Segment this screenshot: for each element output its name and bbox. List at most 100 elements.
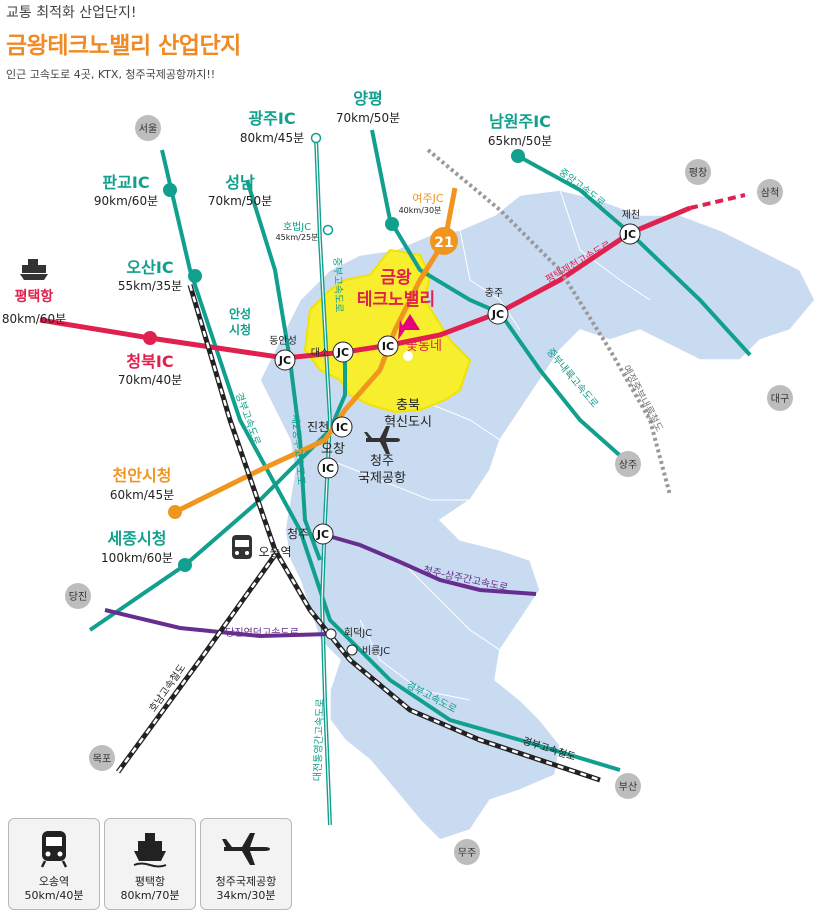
osong-train-map-icon: [232, 535, 252, 559]
daeso-jc-label: JC: [336, 346, 349, 359]
osan-ic-name: 오산IC: [126, 258, 173, 277]
road-jungbu: 중부고속도로: [331, 257, 345, 313]
route-nodes: [143, 132, 525, 572]
pyeongtaek-port-name: 평택항: [15, 288, 54, 305]
legend-pyeongtaek-name: 평택항: [134, 875, 166, 888]
yeoju-jc-time: 40km/30분: [399, 206, 442, 215]
city-busan: 부산: [619, 781, 637, 793]
legend-card-airport: 청주국제공항 34km/30분: [200, 818, 292, 910]
chungju-label: 충주: [485, 287, 503, 299]
yangpyeong-time: 70km/50분: [336, 111, 400, 125]
seongnam-time: 70km/50분: [208, 194, 272, 208]
jincheon-ic-label: IC: [336, 421, 348, 434]
road-daejeon-tongyeong: 대전통영간고속도로: [312, 698, 327, 781]
hoedeok-jc-label: 회덕JC: [344, 627, 372, 639]
destination-labels: 광주IC 80km/45분 양평 70km/50분 남원주IC 65km/50분…: [2, 89, 552, 565]
legend-osong-time: 50km/40분: [24, 889, 84, 902]
gyeongbu-expressway: [160, 149, 621, 772]
legend-card-pyeongtaek: 평택항 80km/70분: [104, 818, 196, 910]
osong-station-label: 오송역: [258, 545, 291, 559]
city-dangjin: 당진: [69, 591, 87, 603]
district-boundaries: [329, 189, 651, 701]
orange-route: [173, 187, 458, 515]
cheongbuk-ic-name: 청북IC: [126, 352, 173, 371]
airport-line2: 국제공항: [358, 471, 406, 486]
jecheon-label: 제천: [622, 209, 640, 221]
pangyo-ic-time: 90km/60분: [94, 194, 158, 208]
city-samcheok: 삼척: [761, 187, 779, 199]
gwangju-ic-time: 80km/45분: [240, 131, 304, 145]
pyeongtaek-jecheon-planned: [689, 193, 746, 210]
anseong-line1: 안성: [229, 306, 251, 321]
legend-osong-name: 오송역: [38, 875, 70, 888]
route-21-label: 21: [434, 235, 453, 251]
jincheon-label: 진천: [307, 419, 329, 434]
train-icon: [40, 831, 68, 868]
dongansung-jc-label: JC: [278, 354, 291, 367]
cheonan-name: 천안시청: [113, 466, 172, 485]
airplane-icon: [222, 833, 270, 865]
chungju-jc-label: JC: [491, 308, 504, 321]
legend-pyeongtaek-time: 80km/70분: [120, 889, 180, 902]
dongansung-label: 동안성: [269, 335, 297, 347]
site-label: 꽃동네: [406, 339, 442, 354]
interchanges: [274, 223, 641, 656]
city-markers: 서울 평창 삼척 대구 상주 당진 목포 부산 무주: [65, 115, 793, 865]
city-pyeongchang: 평창: [689, 167, 707, 179]
cheongju-jc-label: JC: [316, 528, 329, 541]
city-muju: 무주: [458, 848, 476, 859]
legend-airport-name: 청주국제공항: [215, 875, 277, 888]
hobeop-jc-name: 호법JC: [283, 221, 311, 233]
innovation-line1: 충북: [396, 398, 420, 413]
sejong-name: 세종시청: [108, 529, 167, 548]
page-subtitle: 교통 최적화 산업단지!: [6, 5, 137, 21]
complex-labels: 금왕 테크노밸리 꽃동네 충북 혁신도시: [357, 268, 442, 430]
jecheon-jc-label: JC: [623, 228, 636, 241]
daeso-label: 대소: [311, 347, 329, 359]
ochang-label: 오창: [321, 442, 345, 457]
complex-name-line2: 테크노밸리: [357, 290, 435, 310]
page-caption: 인근 고속도로 4곳, KTX, 청주국제공항까지!!: [6, 68, 216, 81]
biryong-jc-label: 비룡JC: [362, 645, 390, 657]
seongnam-name: 성남: [225, 173, 255, 192]
legend-airport-time: 34km/30분: [216, 889, 276, 902]
road-dangjin-yeongdeok: 당진영덕고속도로: [225, 627, 299, 639]
gwangju-ic-name: 광주IC: [248, 109, 295, 128]
namwonju-ic-name: 남원주IC: [489, 112, 551, 131]
ship-icon: [133, 833, 167, 868]
osan-ic-time: 55km/35분: [118, 279, 182, 293]
hobeop-jc-time: 45km/25분: [276, 233, 319, 242]
airport-map-icon: [364, 426, 400, 454]
anseong-line2: 시청: [229, 322, 251, 337]
yeoju-jc-name: 여주JC: [412, 192, 443, 205]
node-labels: 동안성 대소 진천 오창 충주 제천 청주 회덕JC 비룡JC 오송역 청주 국…: [258, 209, 640, 657]
geumwang-ic-label: IC: [382, 340, 394, 353]
interchange-labels: JC JC IC IC IC JC JC JC: [278, 228, 636, 541]
sejong-route: [88, 350, 347, 632]
sejong-time: 100km/60분: [101, 551, 173, 565]
pangyo-ic-name: 판교IC: [102, 173, 149, 192]
cheonan-time: 60km/45분: [110, 488, 174, 502]
innovation-line2: 혁신도시: [384, 415, 432, 430]
cheongju-sangju-expressway: [324, 533, 537, 596]
cheongju-label: 청주: [287, 527, 309, 541]
jungbu-expressway-2: [245, 179, 322, 561]
route-21-badge: [430, 227, 458, 255]
road-jungbu-rail: 예정중부내륙철도: [620, 363, 665, 434]
cheongbuk-ic-time: 70km/40분: [118, 373, 182, 387]
pyeongtaek-ship-map-icon: [20, 259, 48, 280]
city-seoul: 서울: [139, 123, 157, 135]
city-sangju: 상주: [619, 459, 637, 471]
city-daegu: 대구: [771, 393, 789, 405]
yangpyeong-name: 양평: [353, 89, 382, 108]
airport-line1: 청주: [370, 454, 394, 469]
pyeongtaek-jecheon-expressway: [39, 205, 691, 361]
legend-card-osong: 오송역 50km/40분: [8, 818, 100, 910]
page-title: 금왕테크노밸리 산업단지: [6, 33, 241, 59]
namwonju-ic-time: 65km/50분: [488, 134, 552, 148]
pyeongtaek-port-time: 80km/60분: [2, 312, 66, 326]
complex-name-line1: 금왕: [380, 268, 412, 288]
city-mokpo: 목포: [93, 753, 111, 765]
road-jungbu-naeryuk: 중부내륙고속도로: [544, 346, 601, 410]
